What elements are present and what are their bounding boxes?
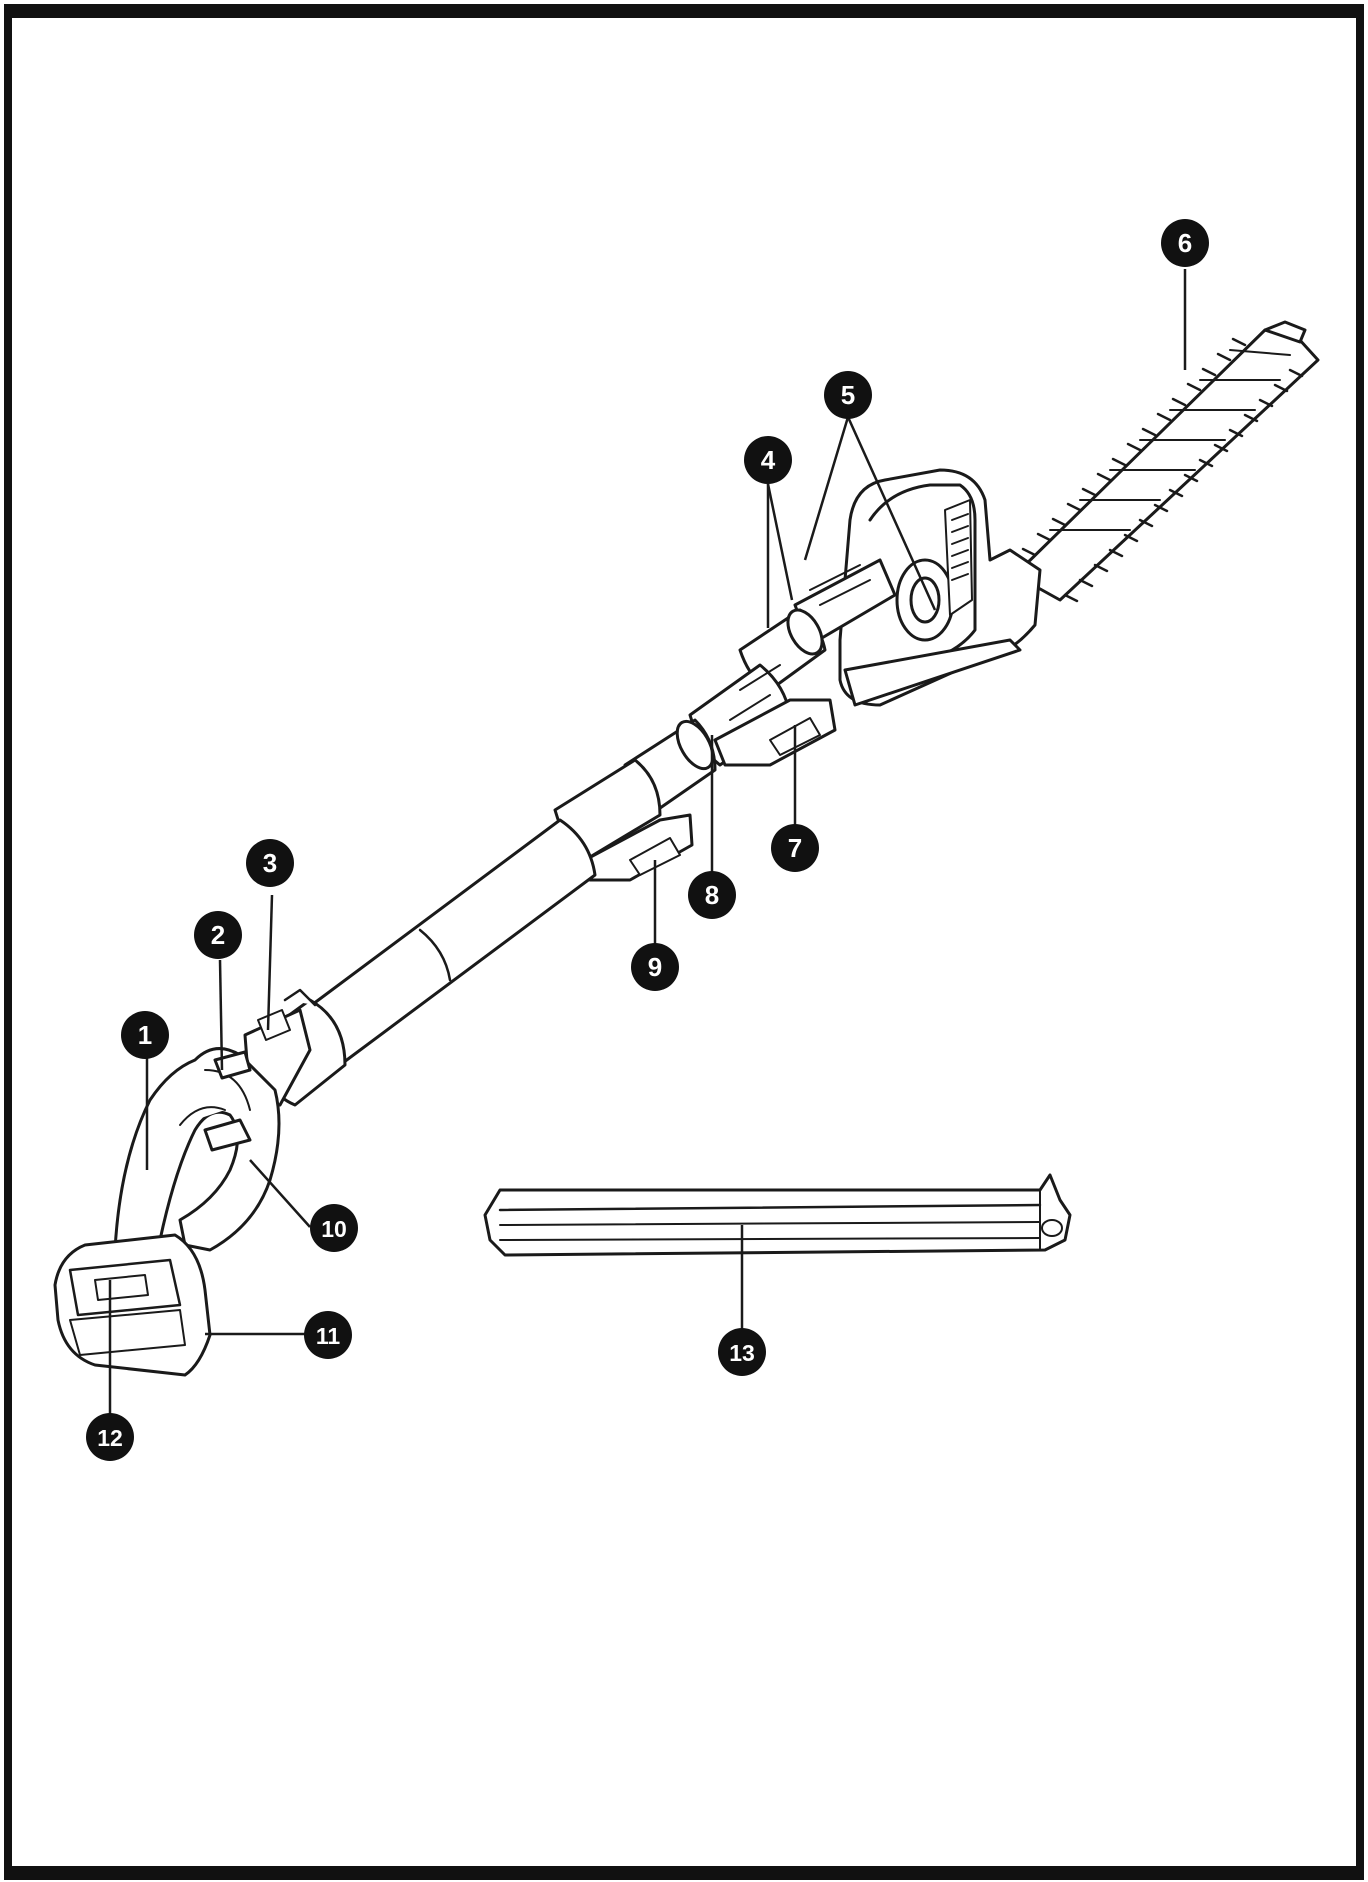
callout-4: 4	[744, 436, 792, 484]
svg-text:7: 7	[788, 833, 802, 863]
bottom-bar	[4, 1866, 1364, 1880]
svg-text:1: 1	[138, 1020, 152, 1050]
trigger	[203, 1118, 252, 1152]
svg-text:2: 2	[211, 920, 225, 950]
callouts: 1 2 3 4 5 6 7 8	[86, 219, 1209, 1461]
svg-text:4: 4	[761, 445, 776, 475]
svg-text:13: 13	[729, 1340, 755, 1366]
callout-1: 1	[121, 1011, 169, 1059]
motor-head	[838, 468, 1042, 707]
top-bar	[4, 4, 1364, 18]
callout-12: 12	[86, 1413, 134, 1461]
callout-8: 8	[688, 871, 736, 919]
callout-11: 11	[304, 1311, 352, 1359]
callout-2: 2	[194, 911, 242, 959]
battery-pack	[53, 1233, 212, 1377]
lock-off-button	[213, 1050, 252, 1080]
svg-text:12: 12	[97, 1425, 123, 1451]
leader-lines	[108, 269, 1187, 1435]
svg-text:8: 8	[705, 880, 719, 910]
callout-13: 13	[718, 1328, 766, 1376]
svg-text:10: 10	[321, 1216, 347, 1242]
callout-7: 7	[771, 824, 819, 872]
callout-6: 6	[1161, 219, 1209, 267]
callout-9: 9	[631, 943, 679, 991]
svg-text:9: 9	[648, 952, 662, 982]
svg-text:3: 3	[263, 848, 277, 878]
blade-cover	[483, 1173, 1072, 1257]
callout-5: 5	[824, 371, 872, 419]
svg-text:11: 11	[316, 1323, 341, 1349]
svg-text:6: 6	[1178, 228, 1192, 258]
callout-10: 10	[310, 1204, 358, 1252]
callout-3: 3	[246, 839, 294, 887]
svg-text:5: 5	[841, 380, 855, 410]
